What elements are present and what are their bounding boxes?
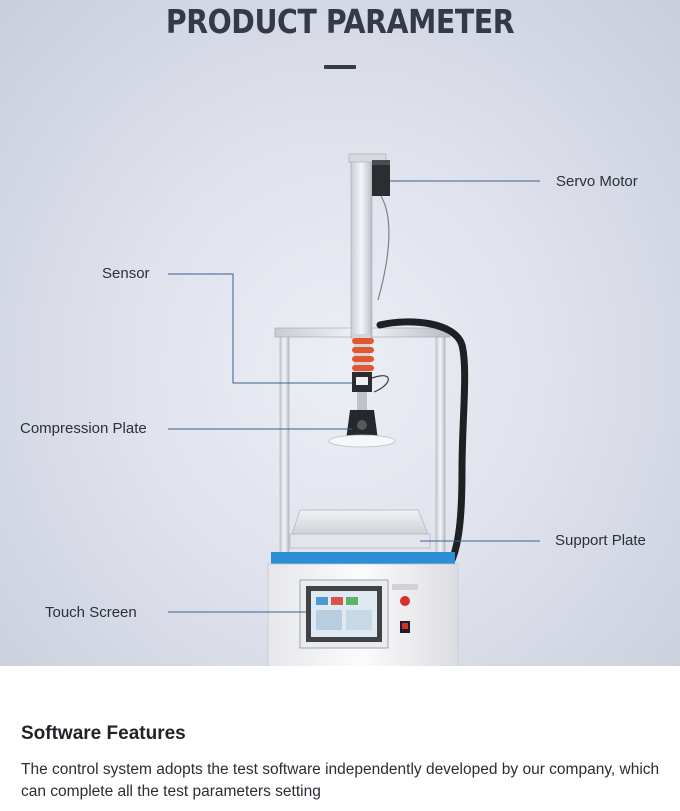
callout-touch-screen: Touch Screen xyxy=(45,604,137,621)
spring-coil xyxy=(352,334,374,372)
base-cabinet xyxy=(267,552,459,666)
product-hero: PRODUCT PARAMETER xyxy=(0,0,680,666)
cable-hose xyxy=(376,318,469,564)
callout-compression-plate: Compression Plate xyxy=(20,420,147,437)
callout-support-plate: Support Plate xyxy=(555,532,646,549)
support-plate xyxy=(289,509,431,549)
callout-lines xyxy=(168,180,540,613)
callout-servo-motor: Servo Motor xyxy=(556,173,638,190)
title-underline xyxy=(324,65,356,69)
callout-sensor: Sensor xyxy=(102,265,150,282)
plate-linkage xyxy=(346,392,378,440)
page-title: PRODUCT PARAMETER xyxy=(165,2,515,41)
load-sensor xyxy=(352,372,389,393)
software-features-description: The control system adopts the test softw… xyxy=(21,761,660,800)
compression-plate xyxy=(328,434,396,448)
sensor-leader xyxy=(168,273,352,384)
test-machine-illustration xyxy=(168,153,540,666)
servo-motor xyxy=(372,160,390,301)
software-features-title: Software Features xyxy=(21,723,186,744)
